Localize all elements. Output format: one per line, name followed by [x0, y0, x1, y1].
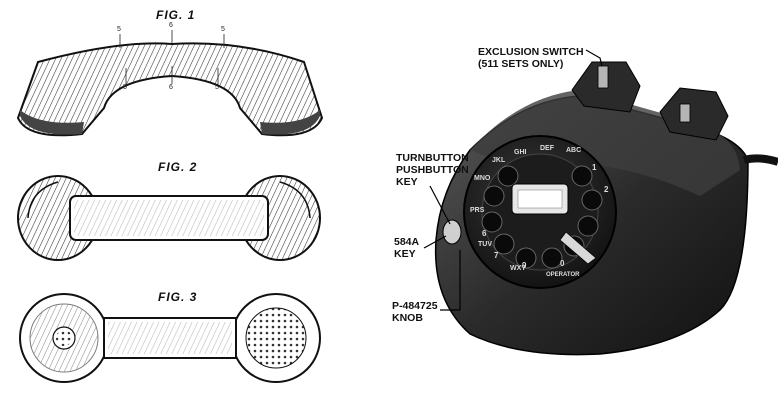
key-label: KEY: [396, 176, 418, 188]
key-584a-label: 584A: [394, 236, 420, 248]
dial-letters-ghi: GHI: [514, 149, 527, 156]
knob-part-number: P-484725: [392, 300, 438, 312]
dial-digit: 6: [482, 229, 487, 238]
fig1-handset-side: [16, 30, 324, 137]
dial-letters-def: DEF: [540, 145, 555, 152]
knob-label: KNOB: [392, 312, 423, 324]
dial-digit: 1: [592, 163, 597, 172]
fig1-ref-number: 5: [123, 84, 127, 91]
pushbutton-label: PUSHBUTTON: [396, 164, 469, 176]
turnbutton-label: TURNBUTTON: [396, 152, 469, 164]
dial-letters-prs: PRS: [470, 207, 485, 214]
dial-letters-jkl: JKL: [492, 157, 506, 164]
dial-digit: 2: [604, 185, 609, 194]
dial-digit: 7: [494, 251, 499, 260]
fig1-ref-number: 6: [169, 22, 173, 29]
fig3-handset-bottom: [19, 293, 321, 383]
dial-digit: 9: [522, 261, 527, 270]
desk-telephone: [423, 49, 778, 356]
exclusion-switch-callout: EXCLUSION SWITCH (511 SETS ONLY): [478, 46, 584, 70]
fig1-ref-number: 6: [169, 84, 173, 91]
exclusion-switch-note: (511 SETS ONLY): [478, 58, 564, 70]
dial-letters-wxy: WXY: [510, 265, 526, 272]
fig1-ref-number: 5: [117, 26, 121, 33]
fig1-label: FIG. 1: [156, 8, 196, 22]
key-584a-sublabel: KEY: [394, 248, 416, 260]
key-584a-callout: 584A KEY: [394, 236, 419, 260]
turnbutton-callout: TURNBUTTON PUSHBUTTON KEY: [396, 152, 469, 188]
fig1-ref-number: 5: [215, 84, 219, 91]
dial-digit: 0: [560, 259, 565, 268]
exclusion-switch-label: EXCLUSION SWITCH: [478, 46, 584, 58]
knob-callout: P-484725 KNOB: [392, 300, 438, 324]
fig2-handset-top: [17, 175, 321, 261]
dial-letters-tuv: TUV: [478, 241, 492, 248]
fig3-label: FIG. 3: [158, 290, 198, 304]
fig1-ref-number: 5: [221, 26, 225, 33]
dial-letters-mno: MNO: [474, 175, 491, 182]
fig2-label: FIG. 2: [158, 160, 198, 174]
dial-letters-operator: OPERATOR: [546, 272, 580, 278]
dial-letters-abc: ABC: [566, 147, 581, 154]
